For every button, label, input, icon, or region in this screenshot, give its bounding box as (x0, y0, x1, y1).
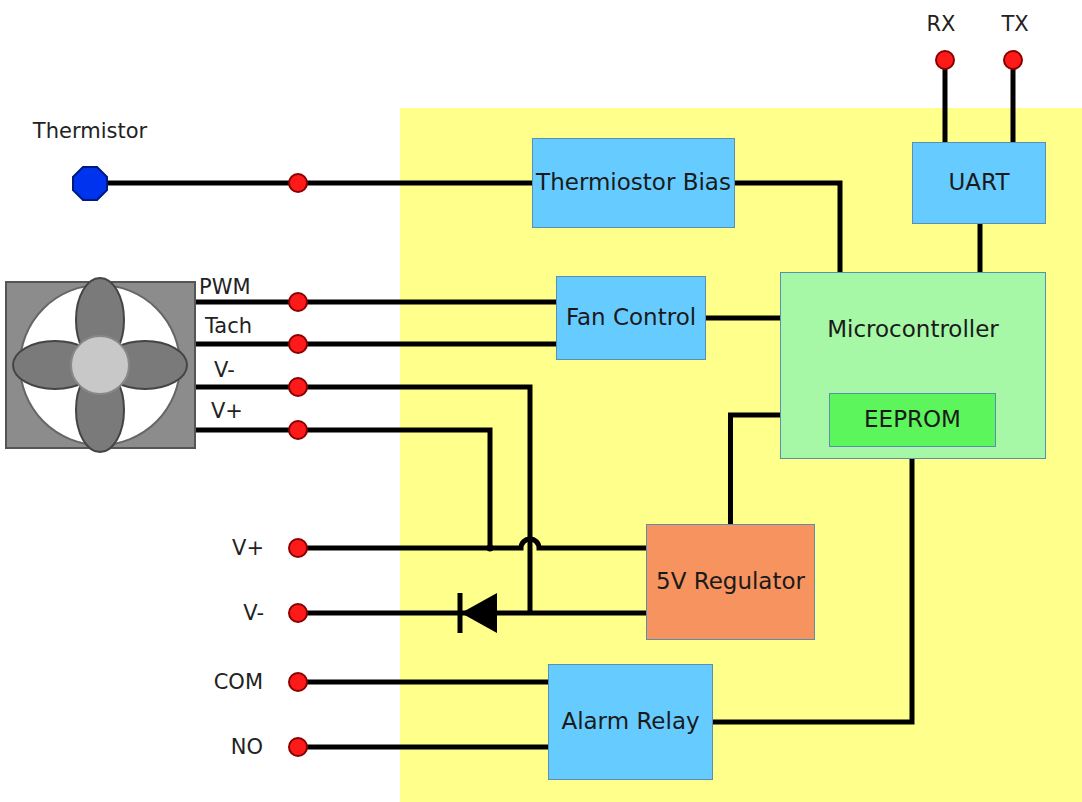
thermistor-wire (90, 181, 541, 186)
regulator-box: 5V Regulator (646, 524, 815, 640)
box-text: Alarm Relay (561, 707, 699, 737)
terminal-name: NO (231, 737, 263, 758)
tx-wire (1011, 60, 1016, 142)
rx-wire (943, 60, 948, 142)
diode-symbol (460, 593, 497, 633)
vplus-wire (298, 539, 648, 548)
process-box: UART (912, 142, 1046, 224)
pwm-wire (195, 300, 565, 305)
signal-wire (735, 183, 840, 272)
tach-wire (195, 342, 565, 347)
pin-name: RX (927, 14, 956, 35)
terminal-name: V+ (232, 538, 264, 559)
relay-box: Alarm Relay (548, 664, 713, 780)
signal-wire (978, 224, 983, 272)
microcontroller-box: MicrocontrollerEEPROM (780, 272, 1046, 459)
signal-name: PWM (199, 277, 251, 298)
no-wire (298, 745, 548, 750)
component-label: Thermistor (33, 121, 147, 142)
terminal-name: COM (214, 672, 263, 693)
fan-vplus-wire (195, 430, 490, 548)
box-text: UART (949, 168, 1010, 198)
box-text: Microcontroller (827, 315, 999, 345)
signal-name: V+ (211, 401, 243, 422)
terminal-name: V- (243, 603, 264, 624)
box-text: EEPROM (864, 405, 961, 435)
signal-wire (706, 316, 780, 321)
box-text: Thermiostor Bias (536, 168, 731, 198)
com-wire (298, 680, 548, 685)
signal-name: Tach (205, 316, 252, 337)
fan-vminus-wire (195, 387, 530, 613)
signal-name: V- (214, 360, 235, 381)
process-box: Fan Control (556, 276, 706, 360)
fan-icon (6, 278, 195, 452)
box-text: 5V Regulator (656, 567, 805, 597)
memory-box: EEPROM (829, 393, 996, 447)
junction-dot (487, 545, 494, 552)
thermistor-symbol (73, 167, 107, 200)
pin-name: TX (1001, 14, 1028, 35)
process-box: Thermiostor Bias (532, 138, 735, 228)
signal-wire (730, 415, 780, 524)
box-text: Fan Control (566, 303, 696, 333)
